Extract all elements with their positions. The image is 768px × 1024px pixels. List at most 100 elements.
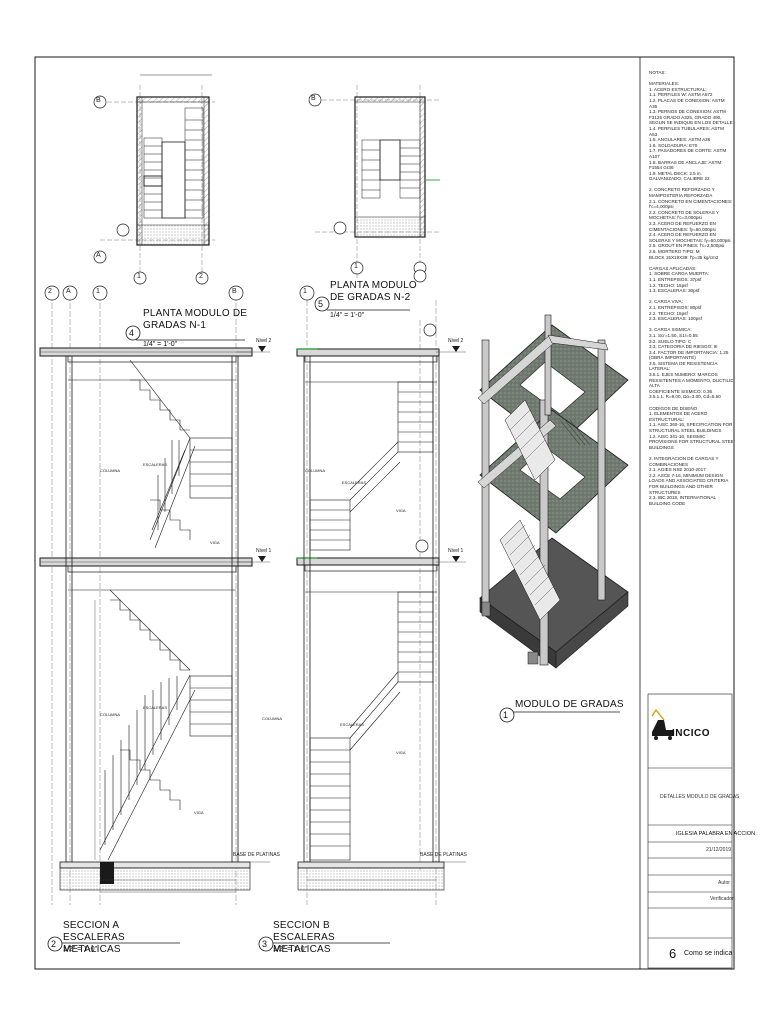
escalera-label-4: ESCALERAS — [340, 722, 365, 727]
grid-label-2-secA: 2 — [48, 288, 52, 295]
view-number-secA: 2 — [51, 939, 57, 949]
plan-n2-drawing — [308, 85, 440, 278]
note-line: ALTA — [649, 383, 660, 389]
note-line: CARGAS APLICADAS: — [649, 265, 697, 271]
level-label-nivel1-secA: Nivel 1 — [256, 548, 272, 554]
note-line: F3125 GRADO A325, GRADO 490, — [649, 114, 722, 120]
columna-label-3: COLUMNA — [305, 468, 326, 473]
note-line: A53 — [649, 131, 658, 137]
company-name: INCICO — [672, 728, 710, 739]
note-line: SEGUN SE INDIQUE EN LOS DETALLES — [649, 120, 733, 126]
note-line: 2.2. CONCRETO DE SOLERAS Y — [649, 209, 720, 215]
note-line: 1. ACERO ESTRUCTURAL: — [649, 86, 707, 92]
note-line: 2.4. ACERO DE REFUERZO EN — [649, 232, 716, 238]
note-line: 2. CARGA VIVA: — [649, 299, 683, 305]
note-line: 3.5.1.1. R=8.00, Ωo=3.00, Cd=5.50 — [649, 394, 721, 400]
view-number-plan1: 4 — [129, 328, 135, 338]
level-label-nivel2-secB: Nivel 2 — [448, 338, 464, 344]
note-line: A107 — [649, 153, 660, 159]
note-line: 3.1. Scr=1.50, S1r=0.55 — [649, 332, 698, 338]
sheet-border — [34, 56, 735, 970]
checker-field: Verificador — [710, 896, 734, 902]
note-line: MATERIALES: — [649, 81, 680, 87]
level-label-base-secA: BASE DE PLATINAS — [233, 852, 280, 858]
note-line: MAMPOSTERIA REFORZADA — [649, 193, 713, 199]
grid-label-a-plan1: A — [96, 252, 101, 259]
view-title-secB: SECCION B ESCALERAS METALICAS — [273, 920, 335, 955]
level-label-nivel2-secA: Nivel 2 — [256, 338, 272, 344]
grid-label-1-secA: 1 — [96, 288, 100, 295]
view-number-secB: 3 — [262, 939, 268, 949]
note-line: 1.2. TECHO: 15psf — [649, 282, 688, 288]
note-line: 1. SOBRE CARGA MUERTA: — [649, 271, 710, 277]
grid-label-1-secB: 1 — [303, 288, 307, 295]
note-line: LATERAL: — [649, 366, 671, 372]
excavator-logo-icon — [651, 708, 674, 740]
note-line: MOCHETAS: f'c=3,000psi — [649, 215, 702, 221]
note-line: 1.8. BARRAS DE ANCLAJE: ASTM — [649, 159, 722, 165]
columna-label-2: COLUMNA — [100, 712, 121, 717]
viga-label-2: VIGA — [194, 810, 204, 815]
viga-label-1: VIGA — [210, 540, 220, 545]
note-line: 3.5. SISTEMA DE RESISTENCIA — [649, 360, 718, 366]
note-line: F1554 Gr36 — [649, 165, 674, 171]
project-date: 21/12/2019 — [706, 847, 732, 853]
note-line: PROVISIONS FOR STRUCTURAL STEEL — [649, 439, 733, 445]
grid-label-1-plan2: 1 — [354, 263, 358, 270]
viga-label-4: VIGA — [396, 750, 406, 755]
note-line: 1.1. AISC 360-16, SPECIFICATION FOR — [649, 422, 733, 428]
note-line: 2.2. TECHO: 15psf — [649, 310, 688, 316]
note-line: CIMENTACIONES: fy=60,000psi — [649, 226, 716, 232]
note-line: A36 — [649, 103, 658, 109]
sheet-number: 6 — [669, 946, 677, 961]
note-line: 1.3. ESCALERAS: 30psf — [649, 288, 700, 294]
note-line: RESISTENTES A MOMENTO, DUCTILIDAD — [649, 377, 733, 383]
view-number-plan2: 5 — [318, 299, 324, 309]
view-scale-plan2: 1/4" = 1'-0" — [330, 312, 365, 319]
view-scale-plan1: 1/4" = 1'-0" — [143, 341, 178, 348]
note-line: 3.4. FACTOR DE IMPORTANCIA: 1.25 — [649, 349, 729, 355]
note-line: 3.3. CATEGORIA DE RIESGO: III — [649, 344, 718, 350]
note-line: 2.5. GROUT EN PINES: f'c=2,500psi — [649, 243, 725, 249]
note-line: BUILDINGS — [649, 444, 674, 450]
level-label-base-secB: BASE DE PLATINAS — [420, 852, 467, 858]
grid-label-1-plan1: 1 — [137, 273, 141, 280]
plan-n1-drawing — [93, 74, 215, 285]
note-line: 2.2. ASCE 7-16, MINIMUM DESIGN — [649, 472, 723, 478]
view-scale-secB: 1/2" = 1'-0" — [273, 946, 308, 953]
level-label-nivel1-secB: Nivel 1 — [448, 548, 464, 554]
view-title-plan2: PLANTA MODULO DE GRADAS N-2 — [330, 280, 417, 303]
note-line: 1.6. SOLDADURA: E70 — [649, 142, 698, 148]
view-title-plan1: PLANTA MODULO DE GRADAS N-1 — [143, 308, 248, 331]
note-line: FOR BUILDINGS AND OTHER — [649, 483, 713, 489]
grid-label-b-secA: B — [232, 288, 237, 295]
grid-label-a-secA: A — [66, 288, 71, 295]
author-field: Autor — [718, 880, 730, 886]
note-line: CODIGOS DE DISEÑO — [649, 405, 698, 411]
note-line: 3.5.1. EJES NUMERO: MARCOS — [649, 372, 718, 378]
note-line: 2.1. ENTREPISOS: 80psf — [649, 304, 702, 310]
project-name: IGLESIA PALABRA EN ACCION — [676, 831, 756, 837]
grid-label-b-plan2: B — [311, 95, 316, 102]
note-line: BLOCK 15X19X39: f'p=35 kg/cm2 — [649, 254, 719, 260]
note-line: 2. INTEGRACION DE CARGAS Y — [649, 455, 719, 461]
note-line: 1.5. ANGULARES: ASTM A36 — [649, 137, 711, 143]
note-line: COMBINACIONES — [649, 461, 689, 467]
view-number-iso: 1 — [503, 710, 509, 720]
view-title-iso: MODULO DE GRADAS — [515, 699, 624, 710]
note-line: 1.9. METAL DECK: 2.5 in. — [649, 170, 702, 176]
grid-label-2-plan1: 2 — [199, 273, 203, 280]
note-line: GALVANIZADO, CALIBRE 22 — [649, 176, 710, 182]
note-line: 3.2. SUELO TIPO: C — [649, 338, 692, 344]
note-line: 1.1. ENTREPISOS: 37psf — [649, 276, 702, 282]
note-line: 1. ELEMENTOS DE ACERO — [649, 411, 708, 417]
note-line: (OBRA IMPORTANTE) — [649, 355, 696, 361]
grid-label-b-plan1: B — [96, 97, 101, 104]
note-line: NOTAS: — [649, 70, 666, 75]
note-line: STRUCTURES — [649, 489, 681, 495]
note-line: 2.1. AGIES NSE 2010-2017 — [649, 467, 706, 473]
isometric-drawing — [477, 314, 629, 669]
note-line: 3. CARGA SISMICA: — [649, 327, 692, 333]
note-line: f'c=4,000psi — [649, 204, 674, 210]
